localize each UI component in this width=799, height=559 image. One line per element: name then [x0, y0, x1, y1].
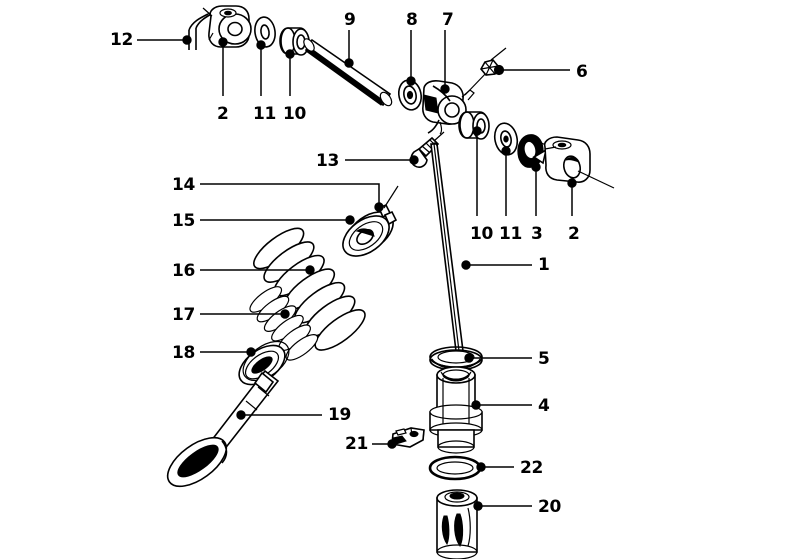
part-washer-left: [254, 16, 276, 48]
part-valve: [166, 369, 280, 488]
callout-number-spring-seat-washer: 18: [172, 343, 196, 363]
callout-number-retaining-clip: 12: [110, 30, 134, 50]
callout-number-lock-nut: 13: [316, 151, 340, 171]
callout-number-adjusting-nut: 6: [576, 62, 588, 82]
part-adjusting-nut: [480, 47, 507, 76]
callout-number-push-rod-end-washer: 8: [406, 10, 418, 30]
callout-number-washer-right: 11: [499, 224, 523, 244]
leader-lines: [137, 30, 577, 511]
part-o-ring: [428, 455, 482, 481]
callout-number-spacer-bushing-left: 10: [283, 104, 307, 124]
part-lock-washer-tab: [517, 134, 549, 168]
callout-number-lock-washer-tab: 3: [531, 224, 543, 244]
part-bushing-right: [458, 111, 490, 140]
callout-number-spring-retainer-cap: 15: [172, 211, 196, 231]
callout-number-tappet-guide-sleeve: 4: [538, 396, 550, 416]
callout-number-locking-plate: 21: [345, 434, 369, 454]
callout-number-inner-valve-spring: 17: [172, 305, 196, 325]
callout-number-valve: 19: [328, 405, 352, 425]
part-spring-retainer-assembly: [342, 185, 399, 257]
part-inner-valve-spring: [249, 286, 319, 361]
callout-number-rocker-arm-shaft-bracket-right: 2: [568, 224, 580, 244]
callout-number-push-rod-tube: 9: [344, 10, 356, 30]
part-tappet-guide-sleeve: [429, 366, 483, 454]
part-outer-valve-spring: [253, 227, 366, 351]
callout-number-valve-push-rod: 1: [538, 255, 550, 275]
part-long-push-rod: [430, 142, 464, 352]
group-rocker-assembly-upper: [188, 5, 615, 189]
callout-number-washer-left: 11: [253, 104, 277, 124]
callout-number-o-ring-seal: 22: [520, 458, 544, 478]
callout-number-outer-valve-spring: 16: [172, 261, 196, 281]
part-bracket-right: [543, 136, 615, 189]
part-locking-plate: [391, 427, 425, 448]
callout-number-rocker-arm: 7: [442, 10, 454, 30]
callout-number-cam-follower-tappet: 20: [538, 497, 562, 517]
callout-number-rocker-arm-shaft-bracket-left: 2: [217, 104, 229, 124]
callout-number-valve-cotter-keeper: 14: [172, 175, 196, 195]
part-push-rod: [303, 38, 393, 107]
callout-number-retainer-ring-seal: 5: [538, 349, 550, 369]
callout-number-spacer-bushing-right: 10: [470, 224, 494, 244]
part-cam-follower-tappet: [436, 489, 478, 559]
part-bracket-left: [202, 5, 252, 48]
part-washer-right: [493, 122, 519, 156]
